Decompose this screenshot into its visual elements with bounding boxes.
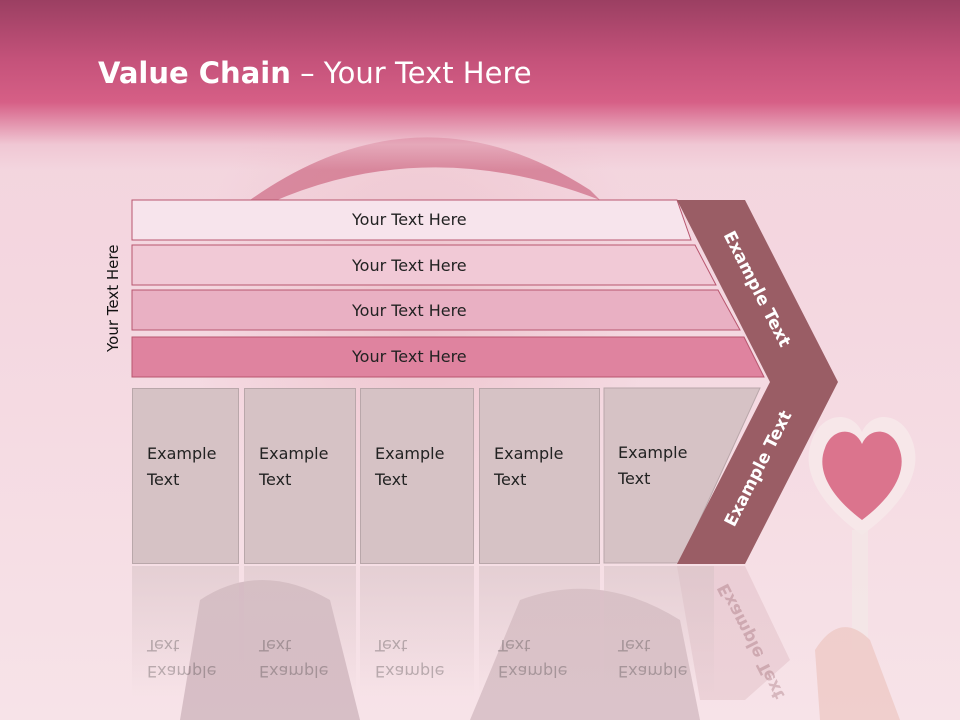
row-2: Your Text Here — [132, 246, 716, 284]
cell-1-line1: Example — [147, 444, 217, 463]
cell-2-line1: Example — [259, 444, 329, 463]
row-4: Your Text Here — [132, 337, 762, 375]
row-3-shape — [131, 289, 741, 331]
row-1-label: Your Text Here — [352, 209, 467, 229]
cell-5-line2: Text — [618, 469, 651, 488]
row-1: Your Text Here — [132, 200, 692, 238]
row-1-shape — [131, 199, 692, 241]
cell-2-line2: Text — [259, 470, 292, 489]
chevron-arrow — [677, 200, 838, 564]
cell-1-line2: Text — [147, 470, 180, 489]
slide-title: Value Chain – Your Text Here — [98, 56, 532, 90]
cell-2: Example Text — [244, 388, 356, 564]
cell-4: Example Text — [479, 388, 600, 564]
cell-3-reflection — [360, 566, 474, 696]
row-3-label: Your Text Here — [352, 300, 467, 320]
row-4-label: Your Text Here — [352, 346, 467, 366]
cell-5: Example Text — [604, 388, 714, 564]
cell-4-reflection — [479, 566, 600, 696]
cell-4-line1: Example — [494, 444, 564, 463]
slide-title-rest: – Your Text Here — [290, 56, 532, 90]
row-3: Your Text Here — [132, 291, 740, 329]
cell-2-reflection — [244, 566, 356, 696]
cell-1: Example Text — [132, 388, 239, 564]
row-4-shape — [131, 336, 765, 378]
cell-3-line1: Example — [375, 444, 445, 463]
slide-title-bold: Value Chain — [98, 56, 291, 90]
header-band — [0, 0, 960, 170]
cell-4-line2: Text — [494, 470, 527, 489]
cell-3: Example Text — [360, 388, 474, 564]
cell-1-reflection — [132, 566, 239, 696]
cell-5-reflection — [604, 566, 714, 696]
row-2-shape — [131, 244, 717, 286]
row-2-label: Your Text Here — [352, 255, 467, 275]
cell-3-line2: Text — [375, 470, 408, 489]
cell-5-line1: Example — [618, 443, 688, 462]
